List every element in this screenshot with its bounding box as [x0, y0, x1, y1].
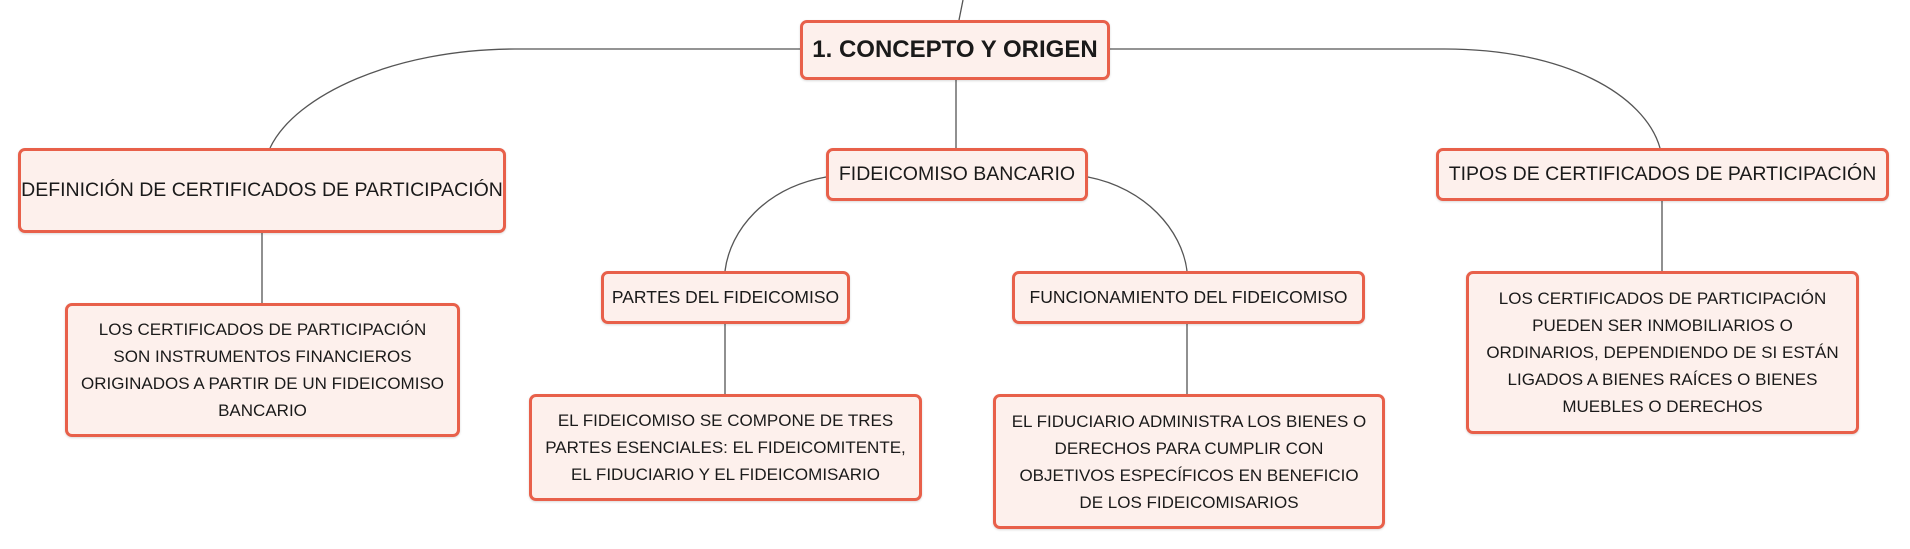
connector-root-definicion — [269, 48, 800, 149]
leaf-tipos-detail[interactable]: LOS CERTIFICADOS DE PARTICIPACIÓN PUEDEN… — [1466, 271, 1859, 434]
leaf-funcionamiento-detail[interactable]: EL FIDUCIARIO ADMINISTRA LOS BIENES O DE… — [993, 394, 1385, 529]
sub-funcionamiento-fideicomiso[interactable]: FUNCIONAMIENTO DEL FIDEICOMISO — [1012, 271, 1365, 324]
branch-fideicomiso-bancario[interactable]: FIDEICOMISO BANCARIO — [826, 148, 1088, 201]
sub-partes-fideicomiso[interactable]: PARTES DEL FIDEICOMISO — [601, 271, 850, 324]
leaf-partes-detail[interactable]: EL FIDEICOMISO SE COMPONE DE TRES PARTES… — [529, 394, 922, 501]
connector-fideicomiso-partes — [724, 176, 827, 272]
leaf-definicion-detail[interactable]: LOS CERTIFICADOS DE PARTICIPACIÓN SON IN… — [65, 303, 460, 437]
root-topic[interactable]: 1. CONCEPTO Y ORIGEN — [800, 20, 1110, 80]
connector-fideicomiso-funcionamiento — [1087, 176, 1188, 272]
branch-definicion[interactable]: DEFINICIÓN DE CERTIFICADOS DE PARTICIPAC… — [18, 148, 506, 233]
connector-root-parent — [958, 0, 964, 21]
connector-root-tipos — [1110, 48, 1661, 149]
branch-tipos-certificados[interactable]: TIPOS DE CERTIFICADOS DE PARTICIPACIÓN — [1436, 148, 1889, 201]
